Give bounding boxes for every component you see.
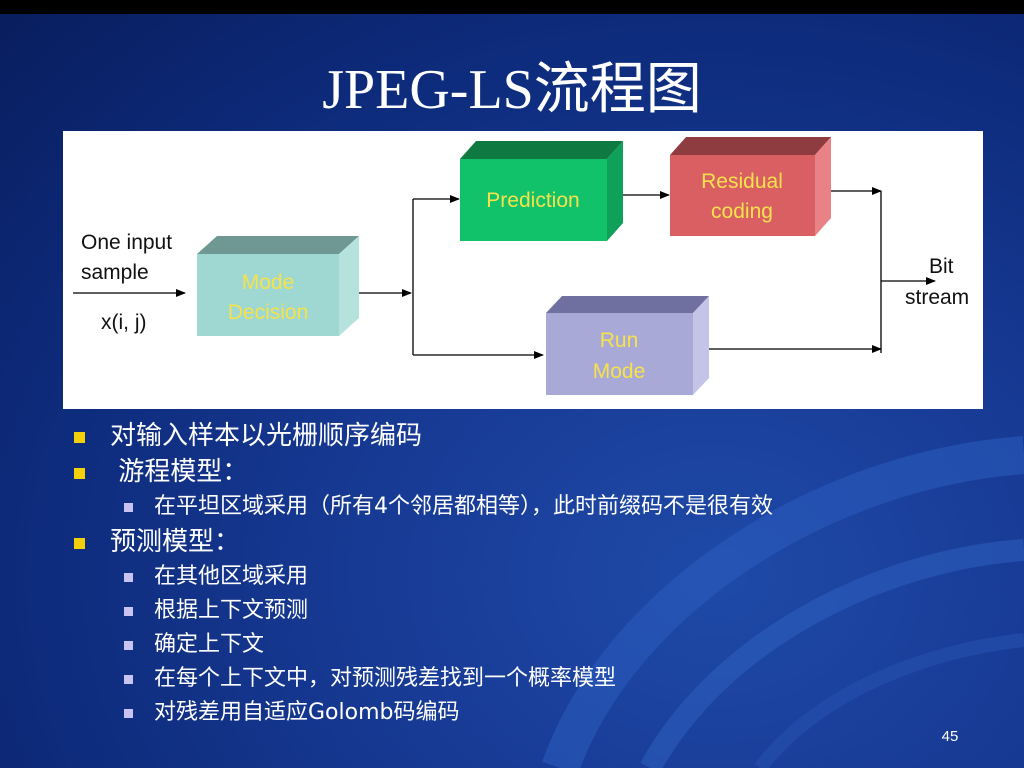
mode-decision-box: Mode Decision — [197, 236, 359, 336]
mode-decision-label-line2: Decision — [228, 301, 309, 324]
bullet-text: 预测模型： — [110, 527, 241, 557]
page-number: 45 — [941, 728, 959, 745]
bullet-list: 对输入样本以光栅顺序编码 游程模型： 在平坦区域采用（所有4个邻居都相等），此时… — [68, 418, 1008, 730]
bullet-item: 游程模型： — [68, 454, 1008, 490]
top-bar — [0, 0, 1024, 14]
sub-bullet-item: 确定上下文 — [68, 628, 1008, 662]
sub-bullet-text: 在每个上下文中，对预测残差找到一个概率模型 — [154, 666, 617, 691]
run-mode-label-line2: Mode — [593, 360, 646, 383]
square-sub-bullet-icon — [124, 709, 133, 718]
bullet-item: 对输入样本以光栅顺序编码 — [68, 418, 1008, 454]
square-bullet-icon — [74, 468, 85, 479]
input-label-line2: sample — [81, 261, 149, 284]
prediction-box: Prediction — [460, 141, 623, 241]
residual-label-line1: Residual — [701, 170, 783, 193]
square-bullet-icon — [74, 432, 85, 443]
sub-bullet-item: 在平坦区域采用（所有4个邻居都相等），此时前缀码不是很有效 — [68, 490, 1008, 524]
square-bullet-icon — [74, 538, 85, 549]
square-sub-bullet-icon — [124, 573, 133, 582]
bullet-text: 对输入样本以光栅顺序编码 — [110, 421, 423, 451]
flowchart: One input sample x(i, j) Mode Decision — [73, 137, 969, 395]
residual-coding-box: Residual coding — [670, 137, 831, 236]
run-mode-box: Run Mode — [546, 296, 709, 395]
sub-bullet-text: 在平坦区域采用（所有4个邻居都相等），此时前缀码不是很有效 — [154, 494, 773, 519]
output-label-line1: Bit — [929, 255, 954, 278]
sub-bullet-text: 根据上下文预测 — [154, 598, 309, 623]
input-coordinate: x(i, j) — [101, 311, 147, 334]
sub-bullet-item: 在其他区域采用 — [68, 560, 1008, 594]
slide-title: JPEG-LS流程图 — [322, 59, 702, 121]
mode-decision-label-line1: Mode — [242, 271, 295, 294]
run-mode-label-line1: Run — [600, 329, 639, 352]
prediction-label: Prediction — [486, 189, 579, 212]
square-sub-bullet-icon — [124, 641, 133, 650]
square-sub-bullet-icon — [124, 503, 133, 512]
input-label-line1: One input — [81, 231, 172, 254]
sub-bullet-text: 对残差用自适应Golomb码编码 — [154, 700, 460, 725]
residual-label-line2: coding — [711, 200, 773, 223]
sub-bullet-item: 在每个上下文中，对预测残差找到一个概率模型 — [68, 662, 1008, 696]
flowchart-connectors — [73, 187, 936, 359]
square-sub-bullet-icon — [124, 675, 133, 684]
flowchart-panel: One input sample x(i, j) Mode Decision — [63, 131, 983, 409]
sub-bullet-text: 在其他区域采用 — [154, 564, 309, 589]
square-sub-bullet-icon — [124, 607, 133, 616]
sub-bullet-text: 确定上下文 — [154, 632, 265, 657]
bullet-text: 游程模型： — [110, 457, 249, 487]
sub-bullet-item: 根据上下文预测 — [68, 594, 1008, 628]
sub-bullet-item: 对残差用自适应Golomb码编码 — [68, 696, 1008, 730]
bullet-item: 预测模型： — [68, 524, 1008, 560]
output-label-line2: stream — [905, 286, 969, 309]
